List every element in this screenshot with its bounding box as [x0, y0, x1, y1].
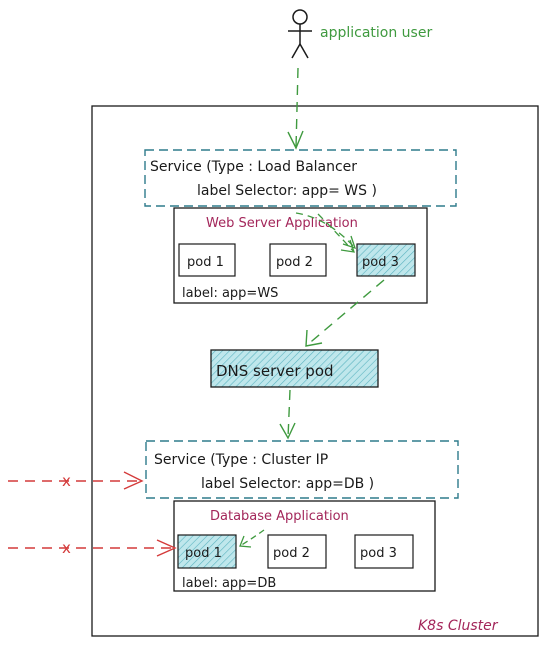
dns-server-pod: [210, 349, 379, 388]
web-server-application: [173, 207, 428, 304]
external-blocked-arrow-service: [8, 471, 144, 490]
database-application: [173, 500, 436, 592]
load-balancer-service: [144, 149, 457, 207]
web-pod-1: [178, 243, 236, 277]
db-app-label: label: app=DB: [182, 576, 276, 591]
cluster-label: K8s Cluster: [418, 618, 499, 634]
external-blocked-arrow-pod: [8, 539, 177, 557]
user-to-service-arrow: [287, 67, 304, 150]
dns-to-service-arrow: [279, 389, 296, 440]
db-pod-3-label: pod 3: [360, 546, 397, 561]
user-icon: [288, 9, 312, 59]
service-to-web-pod-arrows: [295, 212, 357, 253]
web-pod-1-label: pod 1: [187, 255, 224, 270]
blocked-marker-service: x: [62, 472, 71, 490]
db-pod-2: [267, 534, 327, 569]
db-app-title: Database Application: [210, 509, 349, 524]
cluster-boundary: [91, 105, 539, 637]
web-app-title: Web Server Application: [206, 216, 358, 231]
web-pod-2: [269, 243, 327, 277]
blocked-marker-pod: x: [62, 539, 71, 557]
actor-label: application user: [320, 25, 432, 41]
web-pod-3: [356, 243, 416, 277]
lb-service-line2: label Selector: app= WS ): [197, 183, 377, 199]
db-pod-3: [354, 534, 414, 569]
service-to-db-pod-arrow: [239, 529, 265, 548]
cluster-ip-service: [145, 440, 459, 499]
lb-service-line1: Service (Type : Load Balancer: [150, 159, 357, 175]
web-pod-3-label: pod 3: [362, 255, 399, 270]
web-app-label: label: app=WS: [182, 286, 278, 301]
dns-label: DNS server pod: [216, 362, 334, 380]
web-pod-to-dns-arrow: [305, 279, 385, 347]
web-pod-2-label: pod 2: [276, 255, 313, 270]
cluster-ip-line2: label Selector: app=DB ): [201, 476, 374, 492]
db-pod-1: [177, 534, 237, 569]
cluster-ip-line1: Service (Type : Cluster IP: [154, 452, 328, 468]
db-pod-1-label: pod 1: [185, 546, 222, 561]
db-pod-2-label: pod 2: [273, 546, 310, 561]
